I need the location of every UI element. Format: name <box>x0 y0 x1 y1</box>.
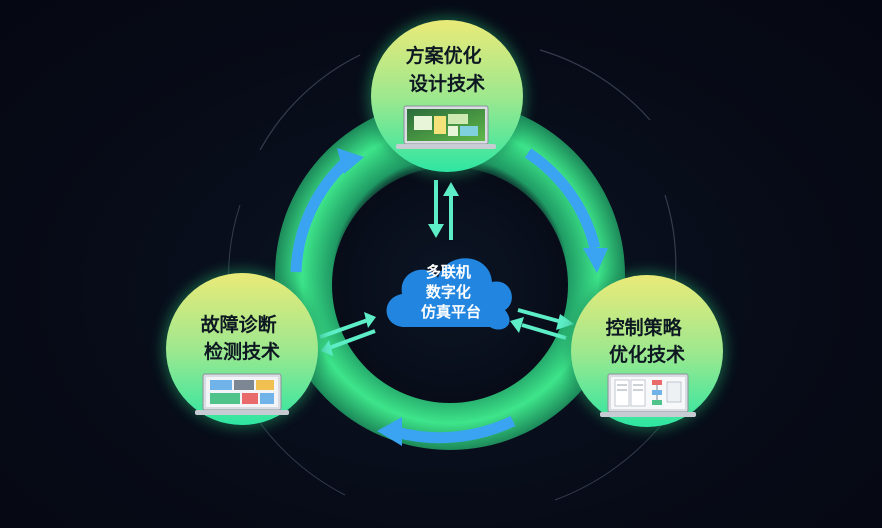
arrowhead-right <box>583 248 608 273</box>
cycle-arrow-top-to-right <box>524 148 601 250</box>
center-cloud: 多联机 数字化 仿真平台 <box>386 258 512 330</box>
node-top: 方案优化 设计技术 <box>367 16 527 176</box>
cloud-shape <box>386 258 512 330</box>
node-right: 控制策略 优化技术 <box>567 271 727 431</box>
cycle-arrow-left-to-top <box>290 157 350 273</box>
node-left: 故障诊断 检测技术 <box>162 269 322 429</box>
node-left-label-line1: 故障诊断 <box>201 313 277 336</box>
node-top-label-line1: 方案优化 <box>406 44 482 67</box>
arrowhead-bottom <box>377 417 402 446</box>
center-label-line1: 多联机 <box>426 263 471 281</box>
arrowhead-top <box>337 148 364 174</box>
exchange-arrows <box>319 180 574 356</box>
node-top-circle <box>371 20 523 172</box>
laptop-document-flowchart-icon <box>600 373 696 417</box>
svg-text:方案优化 设计技术: 方案优化 设计技术 <box>406 44 489 95</box>
svg-text:多联机 数字化 仿真平台: 多联机 数字化 仿真平台 <box>421 263 481 321</box>
svg-text:故障诊断 检测技术: 故障诊断 检测技术 <box>201 313 284 363</box>
node-left-label-line2: 检测技术 <box>204 340 280 363</box>
laptop-layout-design-icon <box>396 105 496 149</box>
node-right-label-line2: 优化技术 <box>609 343 685 366</box>
center-label-line2: 数字化 <box>426 283 471 301</box>
cycle-arrows <box>290 148 601 444</box>
cycle-arrow-right-to-left <box>394 416 516 444</box>
center-label-line3: 仿真平台 <box>421 303 481 321</box>
node-right-label-line1: 控制策略 <box>606 316 683 339</box>
laptop-diagnostics-dashboard-icon <box>195 373 289 415</box>
node-top-label-line2: 设计技术 <box>409 72 485 95</box>
svg-text:控制策略 优化技术: 控制策略 优化技术 <box>606 316 689 366</box>
cycle-arrowheads <box>337 148 608 446</box>
